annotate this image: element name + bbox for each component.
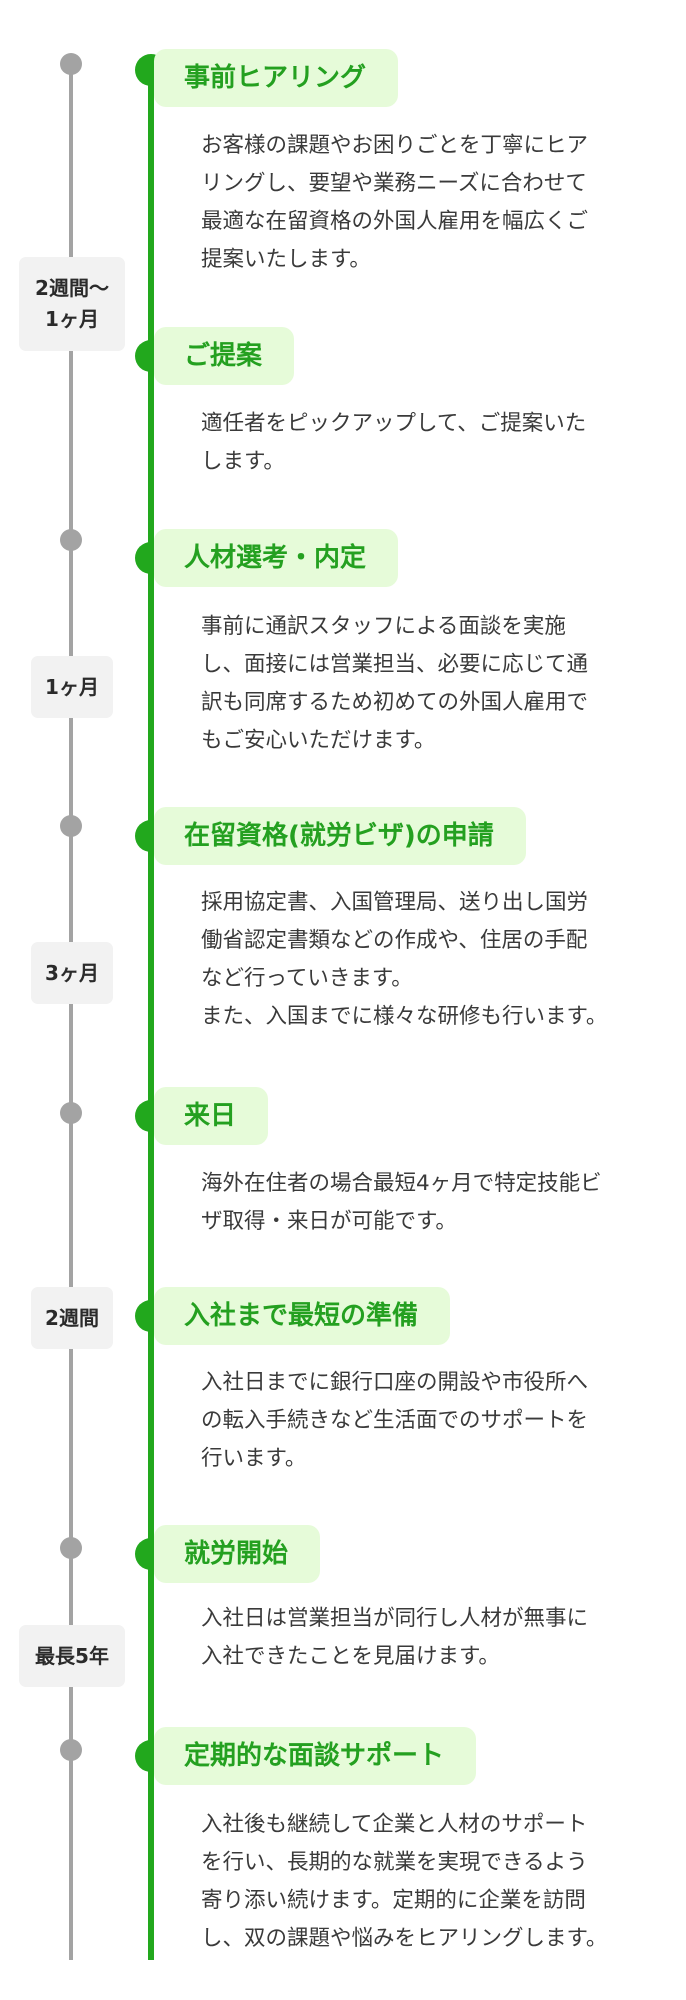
step-description-line: 働省認定書類などの作成や、住居の手配 — [201, 928, 588, 953]
period-badge: 2週間 — [31, 1287, 113, 1349]
step-description-line: し、双の課題や悩みをヒアリングします。 — [201, 1926, 608, 1951]
step-description-line: の転入手続きなど生活面でのサポートを — [201, 1408, 589, 1433]
step-description-line: また、入国までに様々な研修も行います。 — [201, 1004, 608, 1029]
period-dot — [60, 1102, 82, 1124]
step-description-line: 寄り添い続けます。定期的に企業を訪問 — [201, 1888, 586, 1913]
period-badge-line: 2週間 — [45, 1305, 99, 1330]
period-badge-line: 最長5年 — [35, 1643, 109, 1668]
period-dot — [60, 53, 82, 75]
step-description-line: お客様の課題やお困りごとを丁寧にヒア — [201, 133, 589, 158]
step-description-line: 事前に通訳スタッフによる面談を実施 — [201, 614, 566, 639]
step-description: 事前に通訳スタッフによる面談を実施 し、面接には営業担当、必要に応じて通 訳も同… — [201, 608, 661, 760]
step-description: 海外在住者の場合最短4ヶ月で特定技能ビ ザ取得・来日が可能です。 — [201, 1165, 671, 1241]
step-title: 定期的な面談サポート — [154, 1727, 477, 1785]
step-description-line: 適任者をピックアップして、ご提案いた — [201, 411, 587, 436]
period-badge: 最長5年 — [19, 1625, 125, 1687]
step-description-line: 提案いたします。 — [201, 247, 371, 272]
period-badge-line: 1ヶ月 — [45, 674, 99, 699]
period-badge-line: 1ヶ月 — [45, 307, 99, 331]
step-title: 入社まで最短の準備 — [154, 1287, 451, 1345]
step-description: 入社日は営業担当が同行し人材が無事に 入社できたことを見届けます。 — [201, 1600, 661, 1676]
step-description-line: 採用協定書、入国管理局、送り出し国労 — [201, 890, 589, 915]
step-description: 適任者をピックアップして、ご提案いた します。 — [201, 405, 661, 481]
period-badge: 1ヶ月 — [31, 656, 113, 718]
step-description: 入社後も継続して企業と人材のサポート を行い、長期的な就業を実現できるよう 寄り… — [201, 1806, 671, 1958]
step-description-line: ザ取得・来日が可能です。 — [201, 1209, 457, 1234]
step-title: ご提案 — [154, 327, 295, 385]
step-description-line: リングし、要望や業務ニーズに合わせて — [201, 171, 587, 196]
step-description-line: を行い、長期的な就業を実現できるよう — [201, 1850, 588, 1875]
step-description-line: 訳も同席するため初めての外国人雇用で — [201, 690, 589, 715]
period-dot — [60, 815, 82, 837]
step-description: 入社日までに銀行口座の開設や市役所へ の転入手続きなど生活面でのサポートを 行い… — [201, 1364, 661, 1478]
period-dot — [60, 1739, 82, 1761]
period-badge-line: 2週間〜 — [35, 276, 109, 300]
step-description-line: 海外在住者の場合最短4ヶ月で特定技能ビ — [201, 1171, 602, 1196]
step-title: 就労開始 — [154, 1525, 321, 1583]
step-description-line: 入社日までに銀行口座の開設や市役所へ — [201, 1370, 589, 1395]
step-description-line: 行います。 — [201, 1446, 307, 1471]
period-badge: 2週間〜 1ヶ月 — [19, 257, 125, 351]
step-description-line: もご安心いただけます。 — [201, 728, 436, 753]
period-badge: 3ヶ月 — [31, 942, 113, 1004]
step-description-line: し、面接には営業担当、必要に応じて通 — [201, 652, 589, 677]
step-description-line: など行っていきます。 — [201, 966, 413, 991]
step-title: 在留資格(就労ビザ)の申請 — [154, 807, 526, 865]
step-title: 事前ヒアリング — [154, 49, 399, 107]
step-description: お客様の課題やお困りごとを丁寧にヒア リングし、要望や業務ニーズに合わせて 最適… — [201, 127, 661, 279]
period-dot — [60, 529, 82, 551]
period-dot — [60, 1537, 82, 1559]
step-line — [148, 62, 154, 1960]
step-description-line: 入社できたことを見届けます。 — [201, 1644, 500, 1669]
step-description-line: 最適な在留資格の外国人雇用を幅広くご — [201, 209, 589, 234]
step-description-line: します。 — [201, 449, 285, 474]
period-line — [69, 62, 73, 1960]
step-title: 来日 — [154, 1087, 269, 1145]
step-description-line: 入社後も継続して企業と人材のサポート — [201, 1812, 588, 1837]
step-description: 採用協定書、入国管理局、送り出し国労 働省認定書類などの作成や、住居の手配 など… — [201, 884, 671, 1036]
step-title: 人材選考・内定 — [154, 529, 399, 587]
period-badge-line: 3ヶ月 — [45, 960, 99, 985]
step-description-line: 入社日は営業担当が同行し人材が無事に — [201, 1606, 589, 1631]
